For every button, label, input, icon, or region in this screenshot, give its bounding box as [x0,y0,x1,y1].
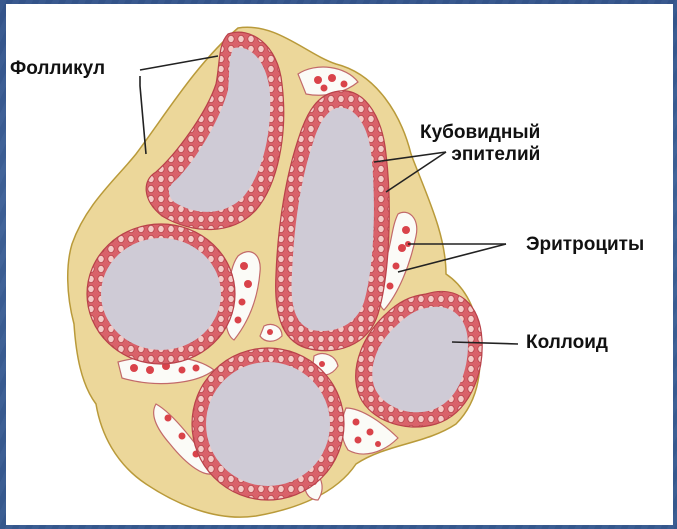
cuboidal-epithelium-label: Кубовидный эпителий [420,122,540,166]
follicle-label: Фолликул [10,58,105,80]
cuboidal-label-line1: Кубовидный [420,122,540,144]
follicle-bottom [192,348,344,500]
colloid-label: Коллоид [526,332,608,354]
follicle-left [87,224,235,364]
diagram-panel: Фолликул Кубовидный эпителий Эритроциты … [6,4,673,525]
cuboidal-label-line2: эпителий [420,144,540,166]
follicle-leader-2 [140,76,146,154]
erythrocytes-label: Эритроциты [526,234,644,256]
thyroid-tissue-diagram [6,4,673,525]
